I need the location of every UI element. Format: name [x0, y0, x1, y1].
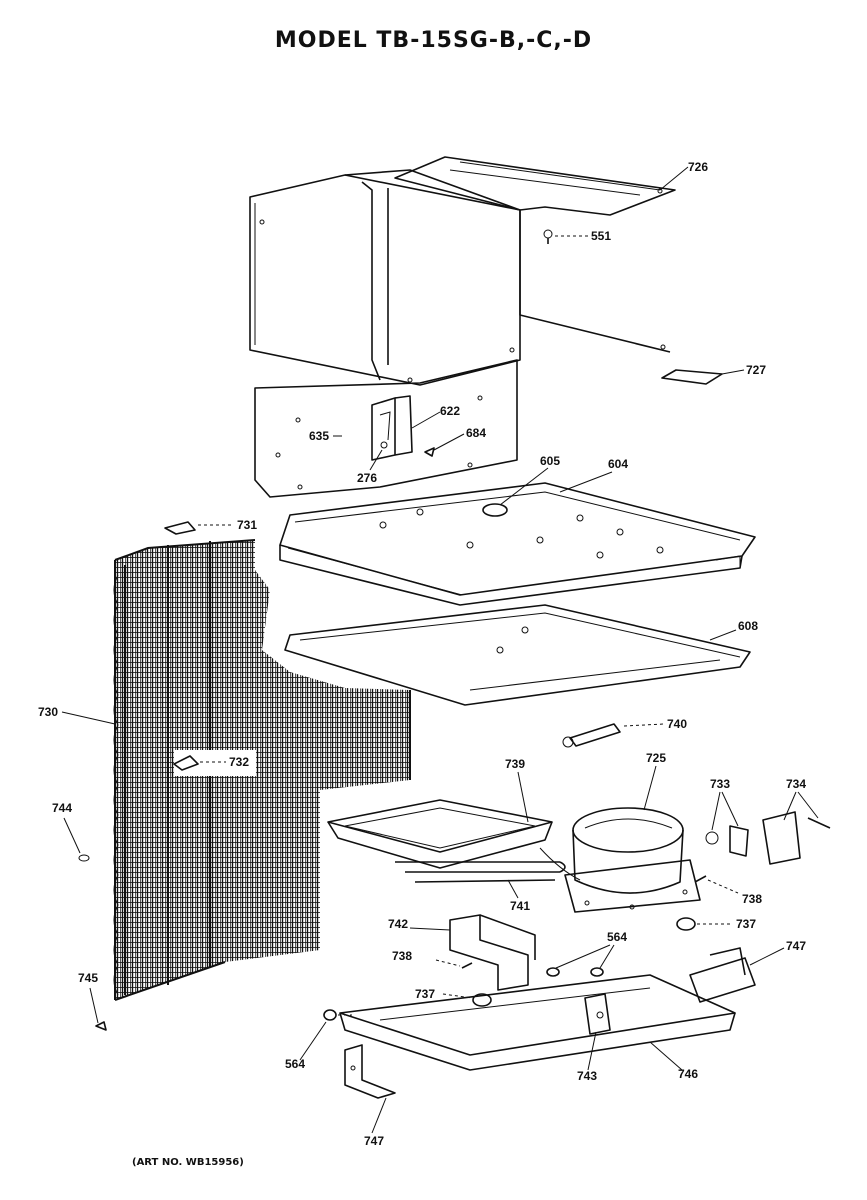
front-panel [254, 359, 518, 498]
label-746: 746 [678, 1067, 698, 1081]
clip-732 [173, 755, 199, 771]
art-number: (ART NO. WB15956) [132, 1157, 244, 1168]
label-742: 742 [388, 917, 408, 931]
base-plate [339, 974, 736, 1071]
compressor [539, 807, 701, 913]
label-738-top: 738 [742, 892, 762, 906]
heater-741 [395, 861, 566, 883]
label-622: 622 [440, 404, 460, 418]
cover-734 [762, 811, 831, 865]
label-737-bottom: 737 [415, 987, 435, 1001]
label-731: 731 [237, 518, 257, 532]
label-733: 733 [710, 777, 730, 791]
label-564-top: 564 [607, 930, 627, 944]
label-608: 608 [738, 619, 758, 633]
label-737-top: 737 [736, 917, 756, 931]
bracket-747-right [689, 947, 756, 1003]
thermostat-bracket [371, 395, 435, 461]
label-635: 635 [309, 429, 329, 443]
label-732: 732 [229, 755, 249, 769]
condenser-coil [113, 539, 411, 1001]
label-747-bottom: 747 [364, 1134, 384, 1148]
label-734: 734 [786, 777, 806, 791]
label-276: 276 [357, 471, 377, 485]
top-cover-plate [394, 156, 676, 353]
label-726: 726 [688, 160, 708, 174]
label-551: 551 [591, 229, 611, 243]
label-730: 730 [38, 705, 58, 719]
label-740: 740 [667, 717, 687, 731]
label-684: 684 [466, 426, 486, 440]
freezer-compartment [249, 169, 521, 386]
label-727: 727 [746, 363, 766, 377]
relay-733 [705, 825, 749, 857]
label-564-bottom: 564 [285, 1057, 305, 1071]
label-743: 743 [577, 1069, 597, 1083]
bracket-742 [449, 914, 536, 991]
label-741: 741 [510, 899, 530, 913]
bracket-747-bottom [344, 1044, 396, 1099]
label-725: 725 [646, 751, 666, 765]
label-747-right: 747 [786, 939, 806, 953]
label-604: 604 [608, 457, 628, 471]
bracket-727 [661, 369, 723, 385]
label-745: 745 [78, 971, 98, 985]
clip-731 [164, 521, 196, 535]
drip-tray [279, 482, 756, 606]
shelf-plate [284, 604, 751, 706]
label-744: 744 [52, 801, 72, 815]
label-739: 739 [505, 757, 525, 771]
label-738-bottom: 738 [392, 949, 412, 963]
drain-pan [327, 799, 553, 869]
label-605: 605 [540, 454, 560, 468]
screw-551 [543, 229, 553, 244]
sensor-740 [562, 723, 621, 748]
diagram-title: MODEL TB-15SG-B,-C,-D [274, 28, 593, 53]
